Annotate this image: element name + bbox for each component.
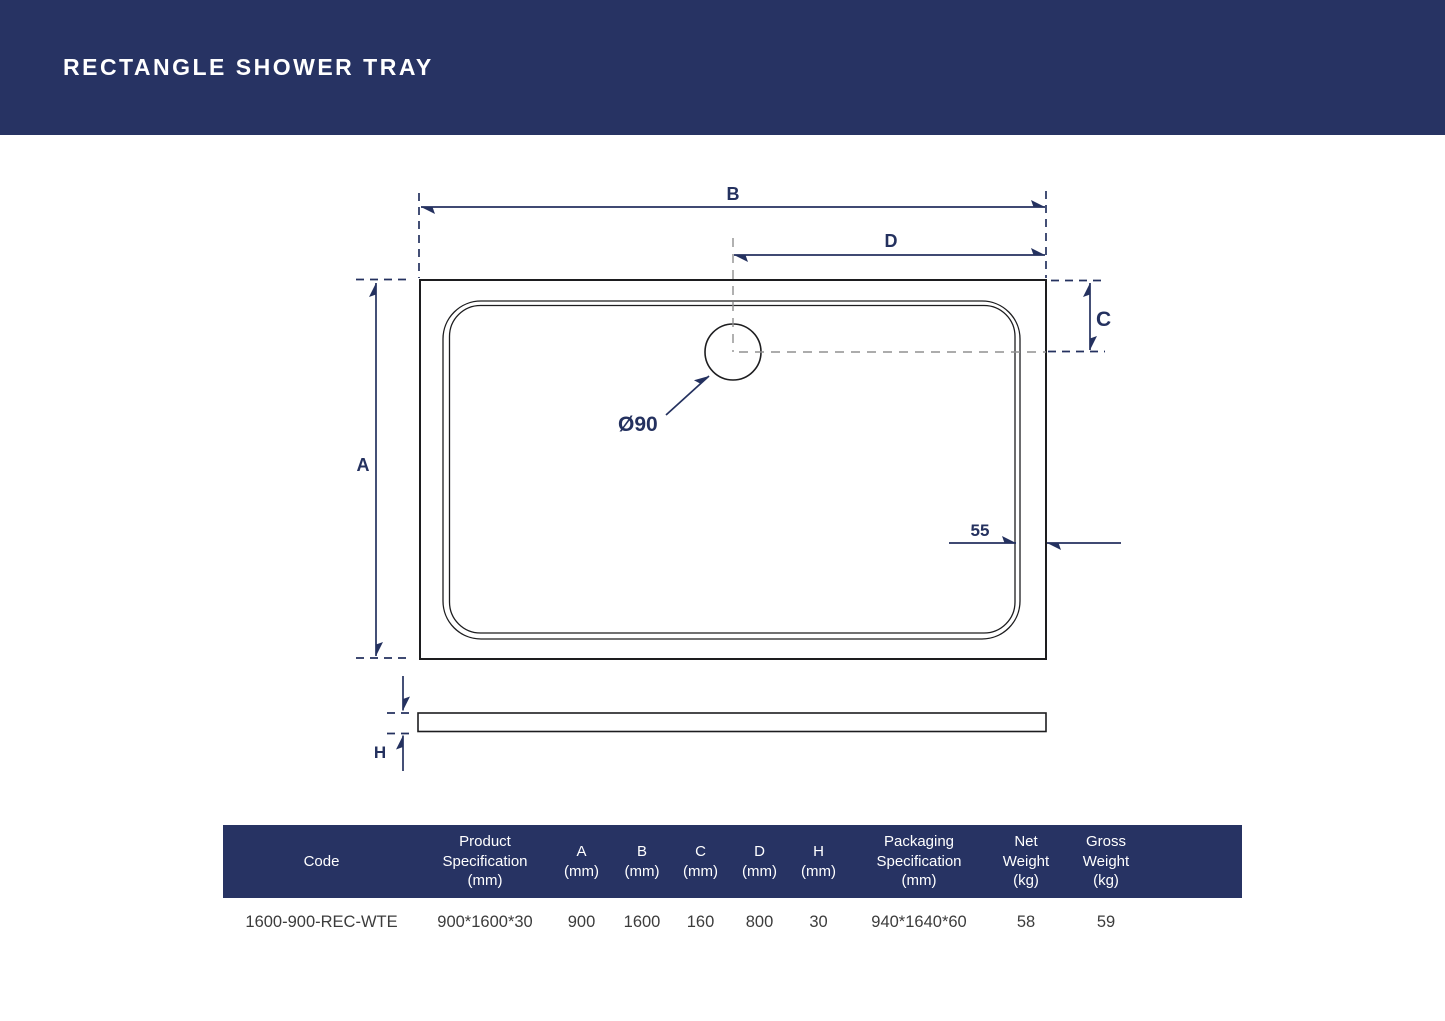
tray-inner-rim-outer (442, 300, 1021, 640)
dim-h-label: H (374, 743, 386, 762)
cell-c: 160 (686, 912, 715, 931)
cell-packaging-spec: 940*1640*60 (871, 912, 967, 931)
dim-c-label: C (1096, 308, 1111, 331)
cell-gross-weight: 59 (1096, 912, 1116, 931)
shower-tray-diagram: B D A C Ø90 55 H (356, 184, 1121, 771)
column-header-packaging-spec: Packaging Specification (mm) (876, 832, 962, 890)
spec-table: Code Product Specification (mm) A (mm) B… (223, 825, 1242, 941)
column-header-d: D (mm) (742, 842, 777, 880)
spec-table-header: Code Product Specification (mm) A (mm) B… (223, 825, 1242, 898)
cell-d: 800 (745, 912, 774, 931)
side-profile-view (417, 712, 1047, 733)
cell-net-weight: 58 (1016, 912, 1036, 931)
cell-a: 900 (567, 912, 596, 931)
dim-a-label: A (357, 455, 370, 475)
cell-h: 30 (809, 912, 828, 931)
dim-d-label: D (885, 231, 898, 251)
column-header-h: H (mm) (801, 842, 836, 880)
page-title: RECTANGLE SHOWER TRAY (63, 54, 434, 80)
drain-diameter-label: Ø90 (618, 413, 658, 436)
cell-b: 1600 (623, 912, 661, 931)
drain-leader-arrow (665, 375, 710, 416)
column-header-product-spec: Product Specification (mm) (442, 832, 528, 890)
dim-b-label: B (727, 184, 740, 204)
tray-inner-rim-inner (448, 304, 1016, 634)
column-header-net-weight: Net Weight (kg) (1002, 832, 1050, 890)
column-header-c: C (mm) (683, 842, 718, 880)
column-header-gross-weight: Gross Weight (kg) (1082, 832, 1130, 890)
table-row: 1600-900-REC-WTE 900*1600*30 900 1600 16… (223, 903, 1242, 941)
column-header-code: Code (303, 852, 340, 870)
dim-55-label: 55 (971, 521, 990, 540)
column-header-b: B (mm) (624, 842, 660, 880)
column-header-a: A (mm) (564, 842, 599, 880)
cell-code: 1600-900-REC-WTE (245, 912, 398, 931)
header-band (0, 0, 1445, 135)
cell-product-spec: 900*1600*30 (437, 912, 533, 931)
